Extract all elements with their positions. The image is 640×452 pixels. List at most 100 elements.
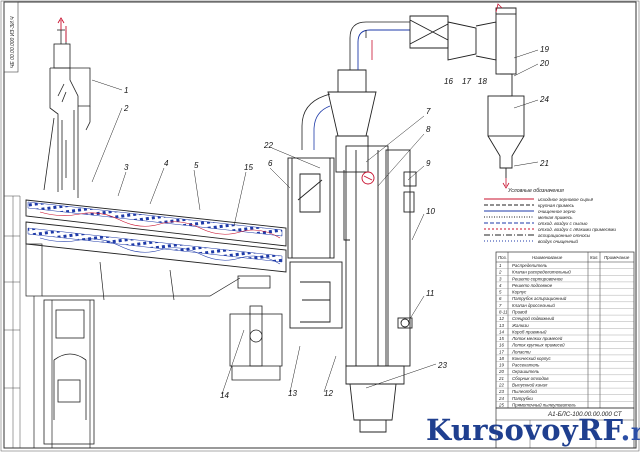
- spec-row-name: Привод: [512, 309, 528, 314]
- spec-row-name: Рассекатель: [512, 363, 540, 368]
- svg-text:4: 4: [164, 159, 169, 168]
- aspiration-column: [287, 157, 343, 329]
- title-block: А1-БЛС-100.00.00.000 СТ: [495, 407, 635, 449]
- svg-text:11: 11: [426, 289, 434, 298]
- spec-row-pos: 22: [498, 382, 504, 387]
- spec-row-name: Сборник отходов: [512, 376, 549, 381]
- spec-row-name: Патрубок аспирационный: [512, 296, 567, 301]
- spec-row-name: Патрубки: [512, 396, 533, 401]
- spec-row-name: Клапан дроссельный: [512, 303, 555, 308]
- legend-item: крупная примесь: [538, 203, 575, 208]
- drive-unit: [229, 275, 283, 381]
- spec-row-name: Окрашитель: [512, 369, 540, 374]
- svg-text:18: 18: [478, 77, 487, 86]
- spec-row-name: Лоток мелких примесей: [511, 336, 563, 341]
- spec-row-name: Короб приемный: [512, 329, 547, 334]
- svg-text:9: 9: [426, 159, 431, 168]
- watermark-dot: .: [620, 413, 631, 447]
- spec-row-pos: 5: [499, 290, 502, 295]
- svg-text:19: 19: [540, 45, 549, 54]
- svg-text:20: 20: [539, 59, 549, 68]
- svg-text:10: 10: [426, 207, 435, 216]
- spec-row-pos: 14: [499, 329, 504, 334]
- spec-header-name: Наименование: [532, 255, 563, 260]
- spec-row-pos: 18: [499, 356, 504, 361]
- spec-header-qty: Кол.: [590, 255, 599, 260]
- svg-text:13: 13: [288, 389, 297, 398]
- upper-sieve: [27, 201, 283, 237]
- svg-text:7: 7: [426, 107, 431, 116]
- sheet-frame: [3, 1, 637, 449]
- svg-text:Условные обозначения: Условные обозначения: [508, 188, 564, 194]
- svg-text:1: 1: [124, 86, 128, 95]
- watermark-main: KursovoyRF: [426, 413, 621, 447]
- svg-text:17: 17: [462, 77, 471, 86]
- svg-text:3: 3: [124, 163, 129, 172]
- svg-text:12: 12: [324, 389, 333, 398]
- legend-item: исходное зерновое сырьё: [538, 197, 594, 202]
- collector-arrows: [495, 3, 510, 189]
- spec-row-pos: 13: [499, 323, 504, 328]
- spec-row-pos: 2: [498, 270, 502, 275]
- spec-row-name: Решето подсевное: [512, 283, 553, 288]
- legend-item: отход. воздух с пылью: [538, 221, 588, 226]
- spec-row-name: Спецрой подвижный: [512, 316, 555, 321]
- spec-row-pos: 7: [499, 303, 502, 308]
- legend-item: аспирационные относы: [538, 233, 591, 238]
- stamp-text: ЧЕ 00.00.000 ИЗ-ЗИ.Ч: [10, 16, 16, 68]
- spec-row-pos: 12: [499, 316, 504, 321]
- spec-row-pos: 19: [499, 363, 504, 368]
- spec-row-pos: 21: [498, 376, 504, 381]
- watermark-tld: ru: [630, 417, 640, 446]
- dust-collector: [409, 7, 525, 178]
- legend-item: воздух очищенный: [538, 238, 578, 244]
- svg-text:21: 21: [539, 159, 549, 168]
- spec-row-name: Лопасти: [511, 349, 531, 354]
- legend-item: отход. воздух с лёгкими примесями: [538, 227, 616, 232]
- spec-row-pos: 20: [498, 369, 504, 374]
- spec-row-name: Прямоточный пылеуловитель: [512, 402, 576, 407]
- spec-row-name: Клапан распределительный: [512, 270, 571, 275]
- spec-row-name: Жалюзи: [511, 323, 529, 328]
- svg-text:2: 2: [123, 104, 129, 113]
- separator-body: [385, 149, 417, 367]
- drawing-code: А1-БЛС-100.00.00.000 СТ: [547, 411, 623, 418]
- spec-row-pos: 3: [499, 276, 502, 281]
- spec-row-name: Распределитель: [512, 263, 548, 268]
- svg-text:5: 5: [194, 161, 199, 170]
- spec-header-pos: Поз.: [498, 255, 507, 260]
- spec-rows: 1 Распределитель 2 Клапан распределительный…: [496, 263, 634, 409]
- base-hopper: [43, 299, 95, 445]
- cyclone-column: [327, 69, 405, 433]
- spec-row-name: Решето сортировочное: [512, 276, 563, 281]
- spec-row-name: Выпускной канал: [512, 382, 548, 387]
- spec-row-pos: 17: [499, 349, 504, 354]
- svg-text:24: 24: [539, 95, 549, 104]
- callout-leaders: [91, 49, 539, 395]
- spec-row-pos: 23: [498, 389, 504, 394]
- spec-row-pos: 1: [499, 263, 502, 268]
- watermark-logo: KursovoyRF.ru: [426, 413, 640, 449]
- air-ducts: [301, 21, 410, 150]
- sieve-housing: [25, 199, 287, 448]
- svg-text:6: 6: [268, 159, 273, 168]
- callout-labels: 1 2 3 4 5 6 7 8 9 10 11 12 13 14 15 16 1…: [123, 45, 549, 400]
- specification-table: Поз. Наименование Кол. Примечание 1 Распр…: [495, 251, 635, 409]
- spec-row-pos: 16: [499, 343, 504, 348]
- legend-item: мелкая примесь: [538, 215, 573, 220]
- spec-header-note: Примечание: [604, 255, 630, 260]
- spec-row-pos: 15: [499, 336, 504, 341]
- spec-row-pos: 24: [498, 396, 504, 401]
- legend-item: очищенное зерно: [538, 209, 576, 214]
- spec-row-name: Конический корпус: [512, 356, 551, 361]
- feed-flow-arrows: [57, 17, 67, 42]
- spec-row-pos: 25: [498, 402, 504, 407]
- svg-text:8: 8: [426, 125, 431, 134]
- svg-text:14: 14: [220, 391, 229, 400]
- svg-text:23: 23: [437, 361, 447, 370]
- distributor-column: [43, 29, 91, 198]
- lower-sieve: [27, 227, 283, 263]
- spec-row-name: Пылеотбой: [512, 389, 537, 394]
- legend: Условные обозначения исходное зерновое с…: [484, 188, 616, 244]
